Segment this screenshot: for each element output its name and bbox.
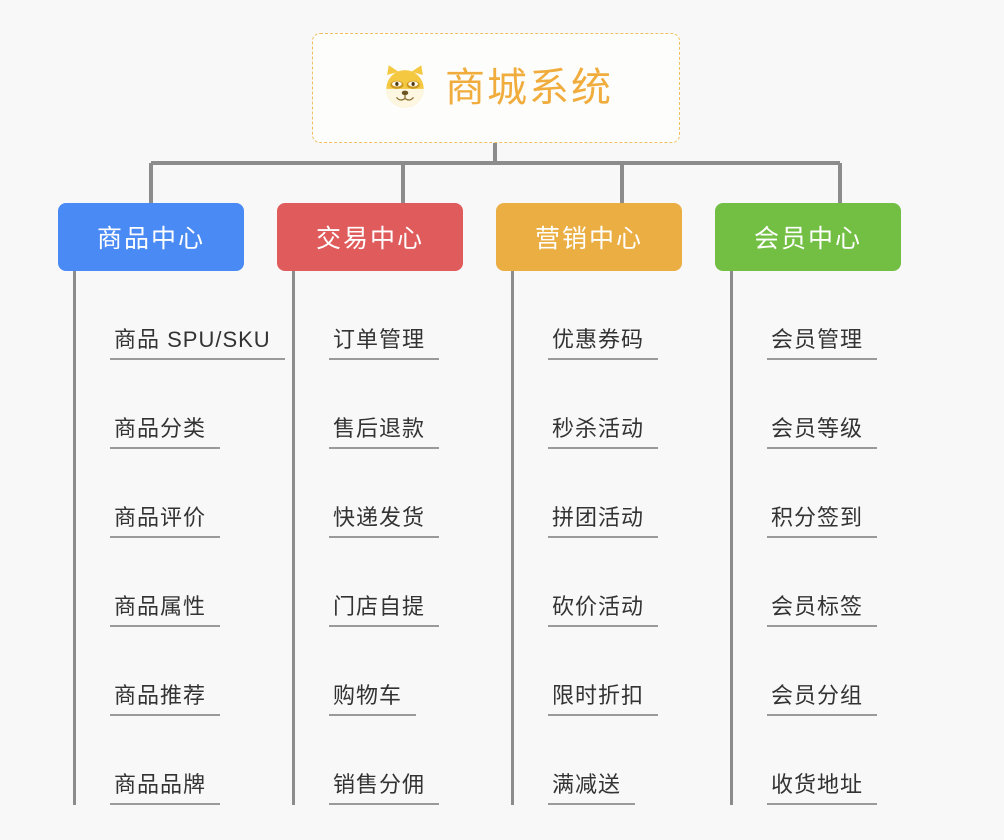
leaf-item[interactable]: 收货地址 xyxy=(733,716,934,805)
leaf-item-label: 优惠券码 xyxy=(552,326,645,352)
leaf-item[interactable]: 拼团活动 xyxy=(514,449,715,538)
leaf-underline: 商品推荐 xyxy=(110,682,221,716)
leaf-item[interactable]: 会员管理 xyxy=(733,271,934,360)
leaf-item[interactable]: 商品属性 xyxy=(76,538,277,627)
leaf-item-label: 砍价活动 xyxy=(552,593,645,619)
shiba-dog-face-icon xyxy=(379,62,431,114)
leaf-item[interactable]: 售后退款 xyxy=(295,360,496,449)
leaf-underline: 砍价活动 xyxy=(548,593,659,627)
leaf-item[interactable]: 快递发货 xyxy=(295,449,496,538)
leaf-item-label: 秒杀活动 xyxy=(552,415,645,441)
leaf-underline: 售后退款 xyxy=(329,415,440,449)
leaf-underline: 商品品牌 xyxy=(110,771,221,805)
leaf-item-label: 收货地址 xyxy=(771,771,864,797)
leaf-item-label: 商品属性 xyxy=(114,593,207,619)
leaf-item-label: 限时折扣 xyxy=(552,682,645,708)
tree-column-trade-center: 交易中心订单管理售后退款快递发货门店自提购物车销售分佣 xyxy=(277,203,496,805)
leaf-item-label: 快递发货 xyxy=(333,504,426,530)
leaf-item-label: 会员等级 xyxy=(771,415,864,441)
leaf-item-label: 商品品牌 xyxy=(114,771,207,797)
tree-column-product-center: 商品中心商品 SPU/SKU 商品分类商品评价商品属性商品推荐商品品牌 xyxy=(58,203,285,805)
leaf-item-label: 会员标签 xyxy=(771,593,864,619)
leaf-item-label: 拼团活动 xyxy=(552,504,645,530)
leaf-item[interactable]: 商品 SPU/SKU xyxy=(76,271,285,360)
leaf-item-label: 商品评价 xyxy=(114,504,207,530)
leaf-item[interactable]: 商品推荐 xyxy=(76,627,277,716)
leaf-item[interactable]: 订单管理 xyxy=(295,271,496,360)
leaf-underline: 门店自提 xyxy=(329,593,440,627)
category-box-trade-center[interactable]: 交易中心 xyxy=(277,203,463,271)
leaf-item-label: 订单管理 xyxy=(333,326,426,352)
leaf-item-label: 会员分组 xyxy=(771,682,864,708)
leaf-list-member-center: 会员管理会员等级积分签到会员标签会员分组收货地址 xyxy=(730,271,934,805)
leaf-item[interactable]: 砍价活动 xyxy=(514,538,715,627)
leaf-item-label: 售后退款 xyxy=(333,415,426,441)
leaf-item[interactable]: 商品分类 xyxy=(76,360,277,449)
leaf-underline: 购物车 xyxy=(329,682,417,716)
tree-columns: 商品中心商品 SPU/SKU 商品分类商品评价商品属性商品推荐商品品牌 交易中心订单… xyxy=(0,203,1004,805)
leaf-underline: 快递发货 xyxy=(329,504,440,538)
leaf-list-marketing-center: 优惠券码秒杀活动拼团活动砍价活动限时折扣满减送 xyxy=(511,271,715,805)
leaf-item[interactable]: 商品评价 xyxy=(76,449,277,538)
leaf-item-label: 购物车 xyxy=(333,682,403,708)
leaf-item[interactable]: 优惠券码 xyxy=(514,271,715,360)
leaf-item[interactable]: 门店自提 xyxy=(295,538,496,627)
leaf-item[interactable]: 满减送 xyxy=(514,716,715,805)
leaf-item-label: 满减送 xyxy=(552,771,622,797)
leaf-underline: 优惠券码 xyxy=(548,326,659,360)
leaf-underline: 商品评价 xyxy=(110,504,221,538)
leaf-list-product-center: 商品 SPU/SKU 商品分类商品评价商品属性商品推荐商品品牌 xyxy=(73,271,285,805)
category-label: 商品中心 xyxy=(96,225,205,253)
leaf-underline: 商品分类 xyxy=(110,415,221,449)
leaf-item[interactable]: 销售分佣 xyxy=(295,716,496,805)
leaf-underline: 拼团活动 xyxy=(548,504,659,538)
leaf-underline: 会员标签 xyxy=(767,593,878,627)
leaf-underline: 商品 SPU/SKU xyxy=(110,326,285,360)
leaf-item[interactable]: 秒杀活动 xyxy=(514,360,715,449)
leaf-item[interactable]: 购物车 xyxy=(295,627,496,716)
category-box-marketing-center[interactable]: 营销中心 xyxy=(496,203,682,271)
category-box-member-center[interactable]: 会员中心 xyxy=(715,203,901,271)
leaf-underline: 会员分组 xyxy=(767,682,878,716)
leaf-underline: 限时折扣 xyxy=(548,682,659,716)
category-box-product-center[interactable]: 商品中心 xyxy=(58,203,244,271)
leaf-item[interactable]: 会员等级 xyxy=(733,360,934,449)
leaf-item-label: 销售分佣 xyxy=(333,771,426,797)
tree-column-marketing-center: 营销中心优惠券码秒杀活动拼团活动砍价活动限时折扣满减送 xyxy=(496,203,715,805)
leaf-item[interactable]: 会员分组 xyxy=(733,627,934,716)
leaf-underline: 商品属性 xyxy=(110,593,221,627)
category-label: 会员中心 xyxy=(753,225,862,253)
leaf-item[interactable]: 限时折扣 xyxy=(514,627,715,716)
leaf-underline: 积分签到 xyxy=(767,504,878,538)
leaf-underline: 销售分佣 xyxy=(329,771,440,805)
leaf-underline: 秒杀活动 xyxy=(548,415,659,449)
leaf-underline: 满减送 xyxy=(548,771,636,805)
category-label: 营销中心 xyxy=(534,225,643,253)
leaf-item[interactable]: 会员标签 xyxy=(733,538,934,627)
leaf-item-label: 商品推荐 xyxy=(114,682,207,708)
leaf-item-label: 商品分类 xyxy=(114,415,207,441)
leaf-list-trade-center: 订单管理售后退款快递发货门店自提购物车销售分佣 xyxy=(292,271,496,805)
leaf-underline: 会员等级 xyxy=(767,415,878,449)
root-node[interactable]: 商城系统 xyxy=(312,33,680,143)
leaf-item-label: 商品 SPU/SKU xyxy=(114,326,271,352)
category-label: 交易中心 xyxy=(315,225,424,253)
tree-column-member-center: 会员中心会员管理会员等级积分签到会员标签会员分组收货地址 xyxy=(715,203,934,805)
leaf-item-label: 门店自提 xyxy=(333,593,426,619)
leaf-item-label: 会员管理 xyxy=(771,326,864,352)
leaf-underline: 收货地址 xyxy=(767,771,878,805)
leaf-underline: 会员管理 xyxy=(767,326,878,360)
leaf-item[interactable]: 商品品牌 xyxy=(76,716,277,805)
page-title: 商城系统 xyxy=(445,66,613,110)
leaf-underline: 订单管理 xyxy=(329,326,440,360)
leaf-item-label: 积分签到 xyxy=(771,504,864,530)
leaf-item[interactable]: 积分签到 xyxy=(733,449,934,538)
